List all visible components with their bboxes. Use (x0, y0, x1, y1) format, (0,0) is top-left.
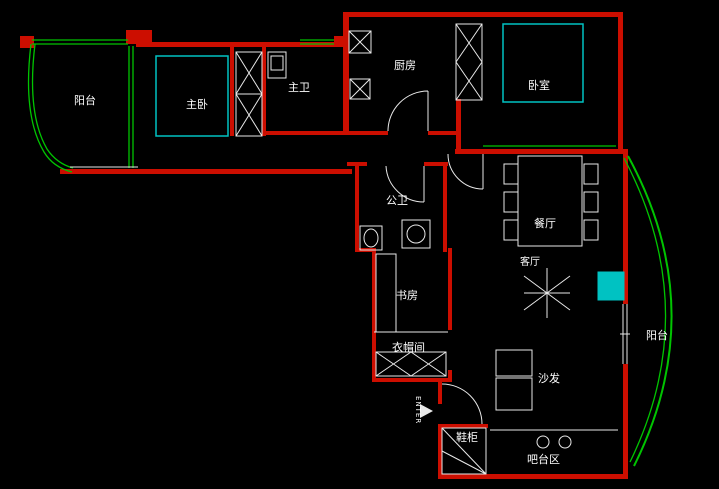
room-label-balcony-right: 阳台 (646, 328, 668, 342)
balcony-curved-wall (627, 155, 673, 467)
master-bath-toilet (267, 51, 287, 79)
labels-group: 阳台 主卧 主卫 厨房 卧室 公卫 餐厅 客厅 书房 衣帽间 沙发 阳台 鞋柜 … (74, 59, 668, 466)
entry-door-arc (441, 383, 483, 425)
bar-stool (536, 435, 550, 449)
kitchen-sink (349, 78, 371, 100)
room-label-master-bath: 主卫 (288, 81, 310, 94)
sofa (495, 349, 533, 411)
closet-hatch (455, 23, 483, 101)
ceiling-lamp-symbol (523, 268, 571, 318)
room-label-shoe-cabinet: 鞋柜 (456, 430, 478, 444)
room-label-bar-area: 吧台区 (527, 452, 560, 466)
entry-arrow-icon (420, 404, 433, 418)
room-label-sofa: 沙发 (538, 371, 560, 385)
room-label-public-bath: 公卫 (386, 194, 408, 207)
bar-stool (558, 435, 572, 449)
bedroom-bed (502, 23, 584, 103)
windows-group (27, 39, 673, 467)
study-desk (375, 253, 397, 333)
master-bed (155, 55, 229, 137)
balcony-door (620, 304, 630, 364)
fixtures-group (70, 23, 630, 475)
room-label-dining: 餐厅 (534, 216, 556, 230)
dining-table (503, 155, 599, 247)
wardrobe-hatch (235, 51, 263, 137)
shoe-cabinet-box (441, 427, 487, 475)
bedroom-door-arc (447, 153, 484, 190)
room-label-study: 书房 (396, 289, 418, 302)
room-label-bedroom: 卧室 (528, 78, 550, 92)
room-label-master-bedroom: 主卧 (186, 98, 208, 111)
room-label-balcony-left: 阳台 (74, 93, 96, 107)
bath-door-arc (385, 165, 425, 203)
cloakroom-hatch (375, 351, 447, 377)
furniture-cyan-group (155, 23, 625, 301)
entrance-label: ENTER (414, 396, 422, 424)
room-label-kitchen: 厨房 (394, 59, 416, 72)
kitchen-door-arc (387, 90, 429, 132)
room-label-living: 客厅 (520, 255, 540, 268)
side-cabinet (597, 271, 625, 301)
basin (359, 225, 383, 251)
room-label-cloakroom: 衣帽间 (392, 340, 425, 354)
washer (401, 219, 431, 249)
walls-group (20, 12, 628, 479)
kitchen-flue (348, 30, 372, 54)
